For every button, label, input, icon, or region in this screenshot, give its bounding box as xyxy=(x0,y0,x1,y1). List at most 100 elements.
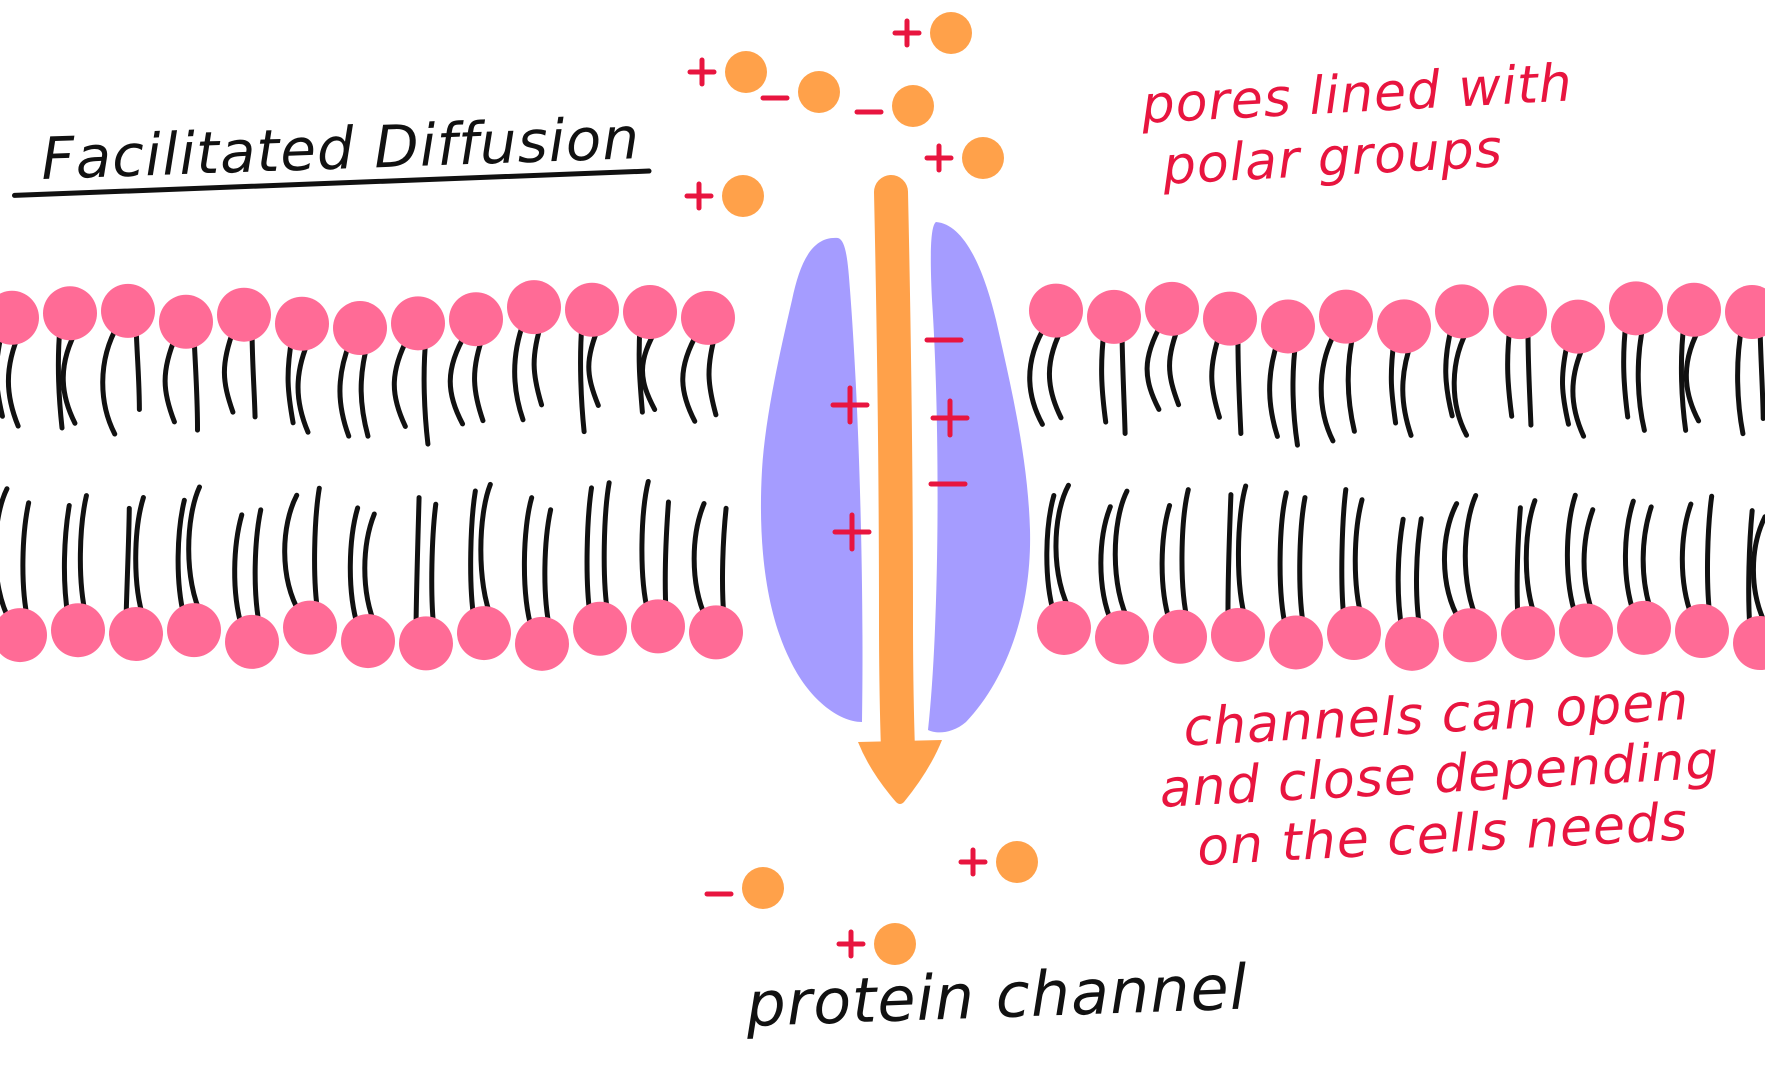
phospholipid-head xyxy=(333,301,387,356)
phospholipid-head xyxy=(565,282,619,337)
lipid-tail xyxy=(1705,493,1715,620)
channel-charge-left xyxy=(832,512,872,552)
lipid-tail xyxy=(639,478,651,615)
lipid-tail xyxy=(61,502,72,619)
lipid-tail xyxy=(1099,328,1109,425)
lipid-tail xyxy=(1352,497,1365,622)
negative-ion xyxy=(704,867,784,909)
phospholipid-head xyxy=(217,287,271,342)
channel-lining-charges xyxy=(830,337,970,552)
lipid-tail xyxy=(1683,321,1705,424)
lipid-tail xyxy=(1144,320,1165,412)
ion-particle xyxy=(742,867,784,909)
lipid-tail xyxy=(1635,319,1647,433)
annotation-pores: pores lined with polar groups xyxy=(1140,52,1577,198)
ion-charge-symbol xyxy=(687,57,717,87)
positive-ion xyxy=(684,175,764,217)
phospholipid-head xyxy=(283,600,337,655)
lipid-tail xyxy=(1112,488,1133,627)
lipid-tail xyxy=(447,330,469,427)
lipid-tail xyxy=(1679,501,1695,620)
lipid-tail xyxy=(1053,482,1075,617)
lipid-tail xyxy=(1523,498,1539,622)
upper-phospholipid-heads xyxy=(0,280,1765,356)
phospholipid-head xyxy=(1269,615,1323,670)
lipid-tail xyxy=(312,485,322,617)
lipid-tail xyxy=(1462,493,1481,624)
lipid-tail xyxy=(468,488,478,622)
phospholipid-head xyxy=(1667,282,1721,337)
lipid-tail xyxy=(1525,323,1534,428)
phospholipid-head xyxy=(167,603,221,658)
phospholipid-head xyxy=(1327,606,1381,661)
lipid-tail xyxy=(1570,338,1589,439)
lipid-tail xyxy=(1027,322,1049,427)
phospholipid-head xyxy=(1733,616,1765,671)
phospholipid-head xyxy=(341,614,395,669)
lipid-tail xyxy=(252,507,264,631)
phospholipid-head xyxy=(391,296,445,351)
phospholipid-head xyxy=(399,616,453,671)
phospholipid-head xyxy=(275,296,329,351)
ion-particle xyxy=(798,71,840,113)
lipid-tail xyxy=(521,495,535,633)
lipid-tail xyxy=(542,507,554,633)
lipid-tail xyxy=(472,330,487,424)
lipid-tail xyxy=(1505,323,1515,419)
phospholipid-head xyxy=(1443,608,1497,663)
phospholipid-head xyxy=(1319,289,1373,344)
diffusion-arrow xyxy=(858,175,942,804)
lipid-tail xyxy=(1735,323,1746,437)
phospholipid-head xyxy=(0,290,39,345)
ion-particle xyxy=(892,85,934,127)
phospholipid-head xyxy=(507,280,561,335)
lipid-tail xyxy=(429,501,439,632)
phospholipid-head xyxy=(1377,299,1431,354)
phospholipid-head xyxy=(457,606,511,661)
lipid-tail xyxy=(1560,338,1571,427)
phospholipid-head xyxy=(631,599,685,654)
ion-particle xyxy=(725,51,767,93)
phospholipid-head xyxy=(1087,289,1141,344)
phospholipid-head xyxy=(51,603,105,658)
lipid-tail xyxy=(421,334,431,447)
lipid-tail xyxy=(1622,498,1637,617)
phospholipid-head xyxy=(1385,616,1439,671)
phospholipid-head xyxy=(1617,600,1671,655)
phospholipid-head xyxy=(1493,285,1547,340)
ion-particle xyxy=(962,137,1004,179)
phospholipid-head xyxy=(515,616,569,671)
phospholipid-head xyxy=(1435,284,1489,339)
ions xyxy=(684,12,1038,965)
annotation-channels: channels can open and close depending on… xyxy=(1155,671,1724,880)
lipid-tail xyxy=(1581,507,1597,620)
lipid-tail xyxy=(720,505,729,621)
phospholipid-head xyxy=(159,294,213,349)
phospholipid-head xyxy=(449,292,503,347)
channel-charge-left xyxy=(830,385,870,425)
lipid-tail xyxy=(1640,504,1655,617)
positive-ion xyxy=(958,841,1038,883)
lipid-tail xyxy=(1395,516,1406,633)
lipid-tail xyxy=(77,493,89,619)
lipid-tail xyxy=(1047,322,1067,421)
phospholipid-head xyxy=(101,283,155,338)
ion-particle xyxy=(874,923,916,965)
lipid-tail xyxy=(391,334,411,429)
ion-charge-symbol xyxy=(924,143,954,173)
lipid-tail xyxy=(285,335,296,426)
lipid-tail xyxy=(186,484,205,619)
lipid-tail xyxy=(5,329,23,429)
lipid-tail xyxy=(1318,328,1339,444)
lipid-tail xyxy=(1277,490,1289,631)
lipid-tail xyxy=(413,495,422,632)
ion-charge-symbol xyxy=(684,181,714,211)
phospholipid-head xyxy=(1029,283,1083,338)
lipid-tail xyxy=(1098,504,1115,627)
phospholipid-head xyxy=(623,285,677,340)
phospholipid-head xyxy=(1609,281,1663,336)
lipid-tail xyxy=(1297,495,1308,631)
lipid-tail xyxy=(133,494,147,623)
phospholipid-head xyxy=(43,286,97,341)
protein-right-half xyxy=(928,222,1031,733)
